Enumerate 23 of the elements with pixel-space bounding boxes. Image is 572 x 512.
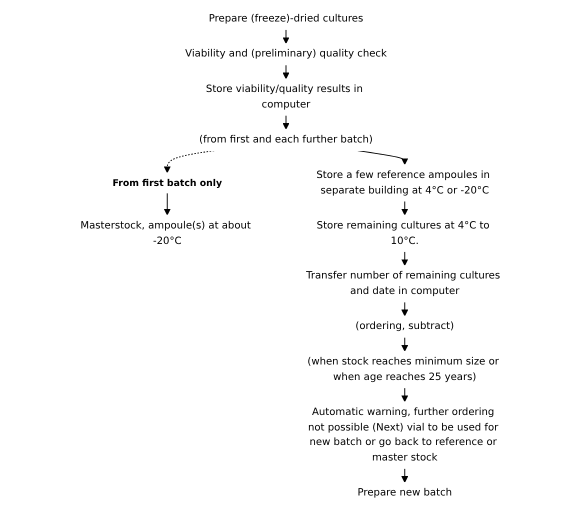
arrow — [401, 302, 408, 316]
node-text: Transfer number of remaining cultures and date in computer — [306, 270, 500, 297]
arrow — [282, 29, 290, 44]
node-text: Store remaining cultures at 4°C to 10°C. — [316, 220, 490, 246]
arrow — [401, 200, 408, 216]
arrow — [282, 114, 290, 130]
arrow — [282, 64, 290, 80]
node-text: From first batch only — [112, 177, 222, 188]
node-text: (from first and each further batch) — [199, 134, 373, 146]
node-text: Viability and (preliminary) quality check — [185, 48, 387, 60]
arrow — [164, 192, 171, 216]
arrow — [401, 336, 408, 352]
node-text: Store viability/quality results in computer — [206, 83, 363, 110]
node-text: Prepare new batch — [357, 487, 452, 499]
arrow — [401, 468, 408, 483]
node-text: Automatic warning, further ordering not possible (Next) vial to be used for new batch or go back to reference or master stock — [308, 406, 498, 464]
node-text: (when stock reaches minimum size or when age reaches 25 years) — [307, 356, 499, 383]
arrow — [401, 387, 408, 402]
node-text: Store a few reference ampoules in separate building at 4°C or -20°C — [316, 169, 490, 196]
arrow — [401, 251, 408, 266]
node-text: Masterstock, ampoule(s) at about -20°C — [80, 220, 251, 246]
node-text: (ordering, subtract) — [355, 320, 454, 332]
node-text: Prepare (freeze)-dried cultures — [208, 12, 364, 25]
